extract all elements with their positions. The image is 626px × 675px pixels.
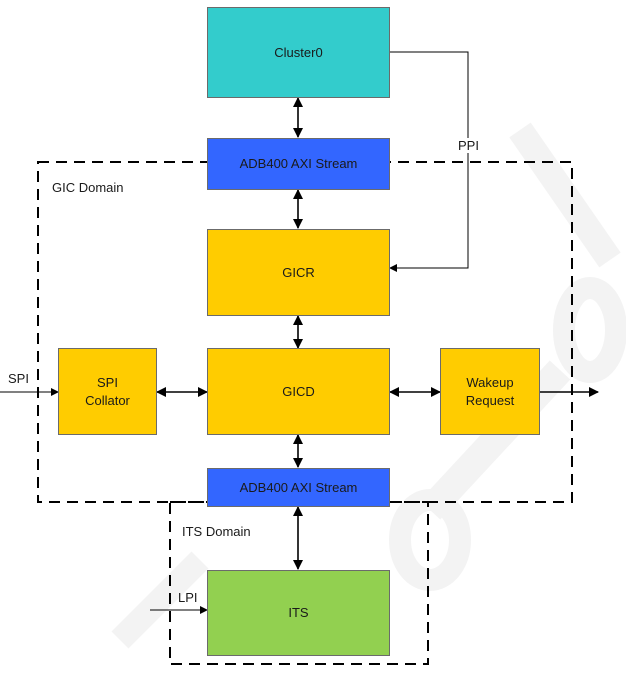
gicr-label: GICR	[282, 264, 315, 280]
spi-collator-label: SPI Collator	[85, 374, 130, 408]
cluster0-block: Cluster0	[207, 7, 390, 98]
spi-collator-block: SPI Collator	[58, 348, 157, 435]
its-domain-label: ITS Domain	[182, 524, 251, 539]
gicd-label: GICD	[282, 383, 315, 399]
adb400-bottom-label: ADB400 AXI Stream	[239, 479, 358, 495]
ppi-label: PPI	[457, 138, 480, 153]
gic-domain-boundary	[37, 161, 573, 503]
adb400-top-block: ADB400 AXI Stream	[207, 138, 390, 190]
its-label: ITS	[288, 605, 309, 620]
gicr-block: GICR	[207, 229, 390, 316]
wakeup-request-label: Wakeup Request	[465, 374, 515, 408]
wakeup-request-block: Wakeup Request	[440, 348, 540, 435]
its-block: ITS	[207, 570, 390, 656]
gic-domain-label: GIC Domain	[52, 180, 124, 195]
lpi-label: LPI	[178, 590, 198, 605]
adb400-bottom-block: ADB400 AXI Stream	[207, 468, 390, 507]
gicd-block: GICD	[207, 348, 390, 435]
cluster0-label: Cluster0	[274, 44, 323, 60]
arrow-ppi	[389, 51, 469, 272]
spi-label: SPI	[8, 371, 29, 386]
adb400-top-label: ADB400 AXI Stream	[239, 156, 358, 171]
